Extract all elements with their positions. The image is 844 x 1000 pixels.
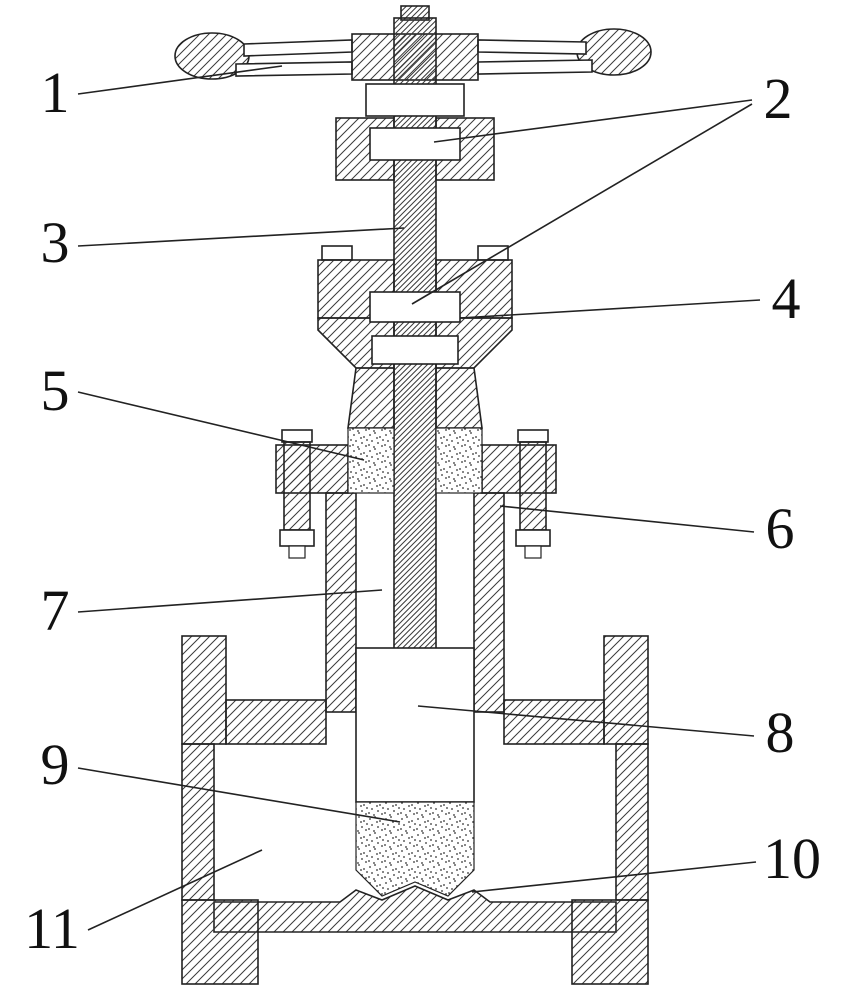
gland-nut xyxy=(371,335,459,365)
label-3: 3 xyxy=(41,210,405,275)
body-flange-bottom-left xyxy=(181,899,259,985)
handwheel-spoke xyxy=(243,39,353,57)
packing-right xyxy=(435,427,483,494)
yoke-bolt-left xyxy=(321,245,353,261)
handwheel-spoke xyxy=(477,59,593,75)
label-5: 5 xyxy=(41,358,365,461)
flange-nut-right xyxy=(515,529,551,547)
valve-body xyxy=(181,635,649,985)
label-5-text: 5 xyxy=(41,358,70,423)
label-3-text: 3 xyxy=(41,210,70,275)
body-top-wall-right xyxy=(503,699,605,745)
label-10-text: 10 xyxy=(763,826,821,891)
leader-line-8 xyxy=(417,705,755,737)
leader-line-2b xyxy=(411,103,753,305)
flange-bolt-left xyxy=(283,441,311,531)
leader-line-5 xyxy=(77,391,365,461)
bonnet-cone-right xyxy=(435,367,483,429)
wedge-sealant xyxy=(355,801,475,897)
label-6: 6 xyxy=(499,496,795,561)
leader-line-11 xyxy=(87,849,263,931)
flange-bolt-stub-right xyxy=(524,545,542,559)
leader-line-2a xyxy=(433,99,753,143)
body-side-wall-left xyxy=(181,743,215,901)
neck-wall-right xyxy=(473,492,505,713)
body-floor-seat xyxy=(213,885,617,933)
body-flange-bottom-right xyxy=(571,899,649,985)
body-neck xyxy=(325,492,505,713)
stem-nut-upper xyxy=(369,127,461,161)
leader-line-3 xyxy=(77,227,405,247)
label-7: 7 xyxy=(41,578,383,643)
label-8: 8 xyxy=(417,700,795,765)
label-11: 11 xyxy=(24,849,263,961)
packing-left xyxy=(347,427,395,494)
yoke-bolt-right xyxy=(477,245,509,261)
label-9-text: 9 xyxy=(41,732,70,797)
label-1: 1 xyxy=(41,60,283,125)
stem-nut-top xyxy=(365,83,465,117)
leader-line-9 xyxy=(77,767,401,823)
label-7-text: 7 xyxy=(41,578,70,643)
label-8-text: 8 xyxy=(766,700,795,765)
handwheel-spoke xyxy=(235,61,353,77)
flange-bolt-stub-left xyxy=(288,545,306,559)
bonnet-flange xyxy=(275,429,557,559)
leader-line-7 xyxy=(77,589,383,613)
label-6-text: 6 xyxy=(766,496,795,561)
label-4-text: 4 xyxy=(772,266,801,331)
bonnet-cone-left xyxy=(347,367,395,429)
flange-bolt-head-right xyxy=(517,429,549,443)
body-flange-top-left xyxy=(181,635,227,745)
packing xyxy=(347,427,483,494)
label-4: 4 xyxy=(459,266,801,331)
body-flange-top-right xyxy=(603,635,649,745)
flange-bolt-head-left xyxy=(281,429,313,443)
neck-wall-left xyxy=(325,492,357,713)
stem-nut-mid xyxy=(369,291,461,323)
label-2-text: 2 xyxy=(764,66,793,131)
stem-nuts xyxy=(365,83,465,365)
labels: 1 2 3 4 5 6 7 8 xyxy=(24,60,821,961)
label-1-text: 1 xyxy=(41,60,70,125)
label-2: 2 xyxy=(411,66,793,305)
handwheel-spoke xyxy=(477,39,587,55)
body-top-wall-left xyxy=(225,699,327,745)
label-9: 9 xyxy=(41,732,401,823)
leader-line-6 xyxy=(499,505,755,533)
flange-nut-left xyxy=(279,529,315,547)
leader-line-10 xyxy=(471,861,757,893)
leader-line-4 xyxy=(459,299,761,319)
label-10: 10 xyxy=(471,826,821,893)
gate-disc xyxy=(355,647,475,803)
label-11-text: 11 xyxy=(24,896,80,961)
flange-bolt-right xyxy=(519,441,547,531)
leader-line-1 xyxy=(77,65,283,95)
